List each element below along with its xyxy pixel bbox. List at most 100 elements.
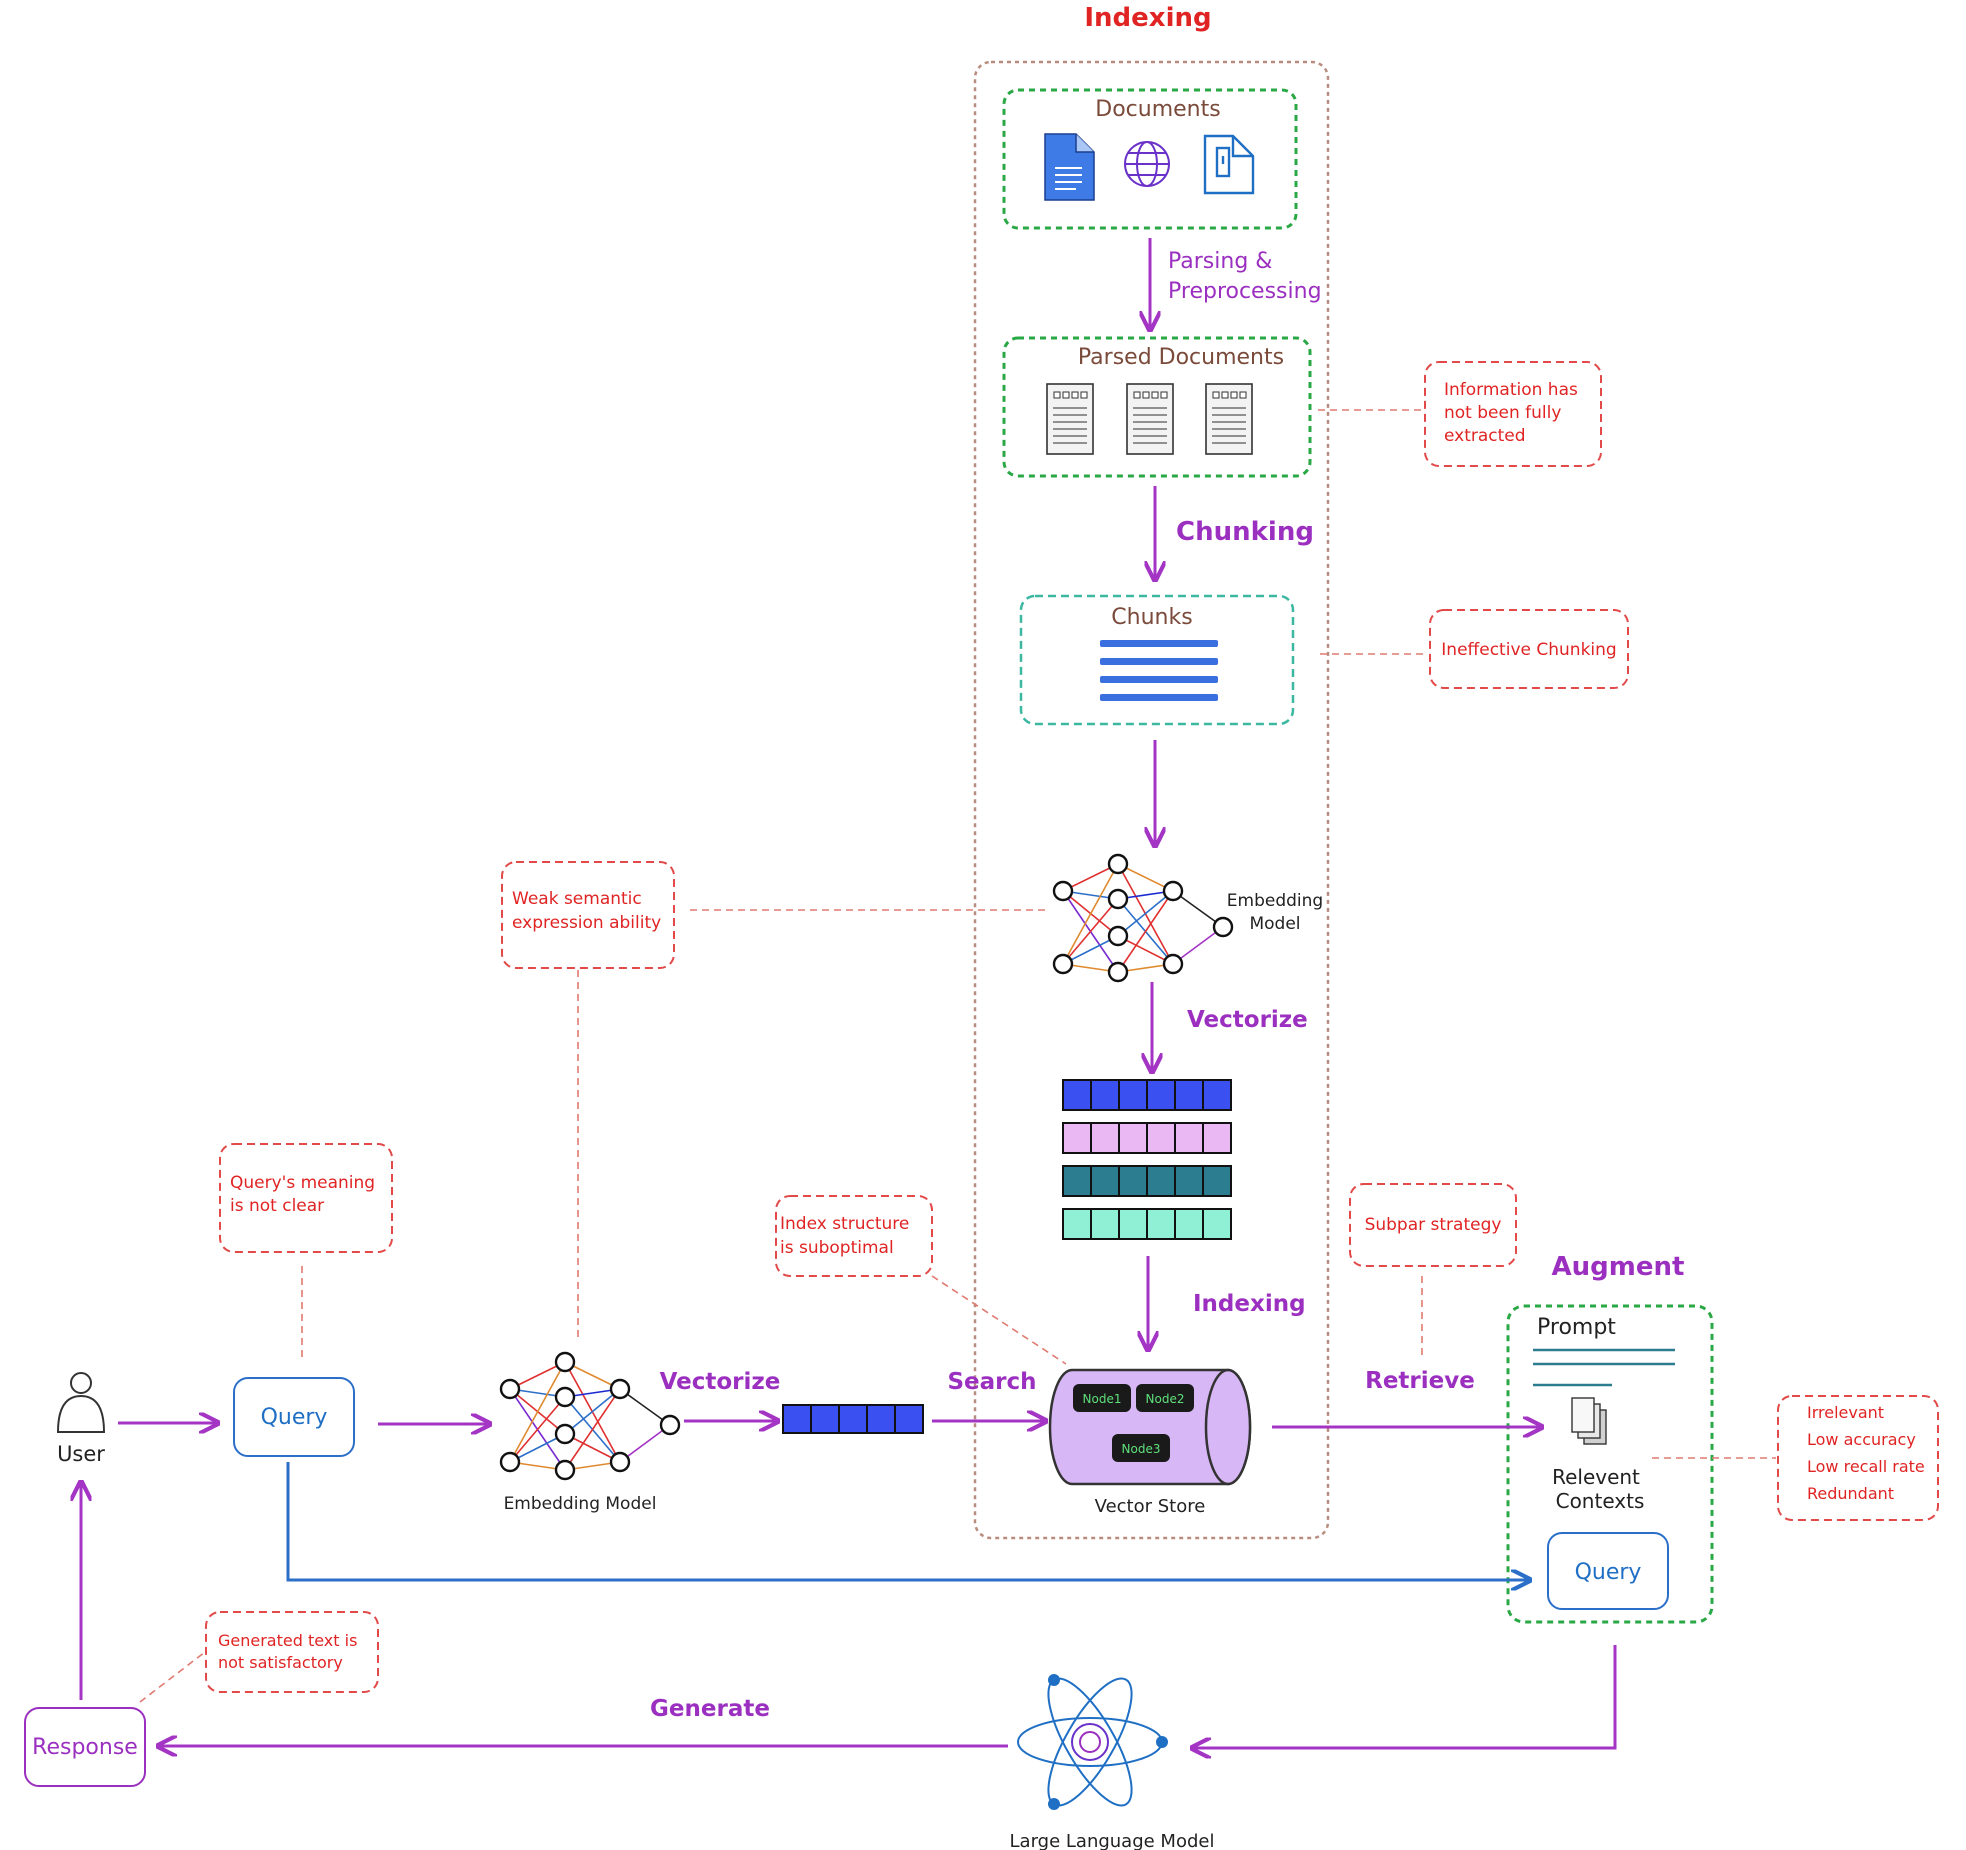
issue-subpar-strategy: Subpar strategy [1349, 1183, 1517, 1267]
atom-icon [1017, 1674, 1168, 1810]
indexing-edge-label: Indexing [1193, 1291, 1306, 1317]
augment-query-label: Query [1575, 1560, 1642, 1585]
prompt-lines-icon [1533, 1348, 1675, 1387]
vector-store-cylinder[interactable]: Node1 Node2 Node3 [1048, 1368, 1252, 1486]
svg-text:is not clear: is not clear [230, 1196, 324, 1216]
svg-text:Low recall rate: Low recall rate [1807, 1457, 1925, 1476]
issue-info-not-extracted: Information has not been fully extracted [1424, 361, 1602, 467]
issue-index-structure: Index structure is suboptimal [775, 1195, 933, 1277]
vector-cell [1174, 1208, 1204, 1240]
vector-cell [1202, 1208, 1232, 1240]
svg-text:not been fully: not been fully [1444, 403, 1561, 423]
vector-cell [1118, 1208, 1148, 1240]
svg-text:Ineffective Chunking: Ineffective Chunking [1441, 640, 1616, 660]
chunking-label: Chunking [1176, 517, 1314, 547]
vector-cell [1202, 1122, 1232, 1154]
vector-cell [1174, 1079, 1204, 1111]
augment-title: Augment [1552, 1252, 1685, 1282]
globe-icon [1124, 141, 1170, 187]
vector-cell [1118, 1122, 1148, 1154]
query-label: Query [261, 1405, 328, 1430]
svg-text:Subpar strategy: Subpar strategy [1365, 1215, 1502, 1235]
query-vector-cell [894, 1404, 924, 1434]
vector-cell [1062, 1122, 1092, 1154]
parsed-page-icon [1126, 383, 1174, 455]
neural-network-icon [1052, 853, 1234, 983]
search-label: Search [947, 1369, 1036, 1395]
vector-cell [1174, 1122, 1204, 1154]
document-icon [1044, 133, 1095, 201]
indexing-container [973, 60, 1330, 1540]
vector-cell [1146, 1122, 1176, 1154]
stacked-pages-icon [1571, 1397, 1607, 1445]
svg-text:Redundant: Redundant [1807, 1484, 1894, 1503]
user-label: User [57, 1442, 105, 1466]
neural-network-icon [499, 1351, 681, 1481]
svg-text:not satisfactory: not satisfactory [218, 1653, 343, 1672]
relevent-contexts-line1: Relevent [1552, 1465, 1640, 1489]
vector-cell [1202, 1079, 1232, 1111]
vector-store-node-3: Node3 [1122, 1442, 1161, 1456]
vector-store-label: Vector Store [1095, 1496, 1206, 1517]
user-icon[interactable] [56, 1372, 106, 1433]
vector-cell [1146, 1165, 1176, 1197]
query-vector [782, 1404, 924, 1434]
issue-weak-semantic: Weak semantic expression ability [501, 861, 675, 969]
indexing-title: Indexing [1084, 3, 1211, 33]
file-icon [1203, 134, 1255, 195]
retrieve-label: Retrieve [1365, 1368, 1475, 1394]
vector-rows [1062, 1079, 1232, 1240]
parsed-page-icon [1205, 383, 1253, 455]
parsed-page-icon [1046, 383, 1094, 455]
documents-box: Documents [1002, 88, 1298, 230]
vector-cell [1174, 1165, 1204, 1197]
prompt-label: Prompt [1537, 1315, 1616, 1340]
svg-text:is suboptimal: is suboptimal [780, 1238, 894, 1258]
generate-label: Generate [650, 1696, 770, 1722]
vector-cell [1146, 1079, 1176, 1111]
issue-generated-text: Generated text is not satisfactory [205, 1611, 379, 1693]
svg-text:expression ability: expression ability [512, 913, 661, 933]
embedding-model-top-line2: Model [1249, 914, 1300, 934]
svg-text:Generated text is: Generated text is [218, 1631, 357, 1650]
svg-text:Query's meaning: Query's meaning [230, 1173, 375, 1193]
relevent-contexts-line2: Contexts [1556, 1489, 1645, 1513]
query-vector-cell [838, 1404, 868, 1434]
query-vector-cell [782, 1404, 812, 1434]
augment-query-box[interactable] [1547, 1532, 1669, 1610]
vector-cell [1090, 1079, 1120, 1111]
vector-cell [1090, 1165, 1120, 1197]
parsed-documents-box: Parsed Documents [1002, 336, 1312, 478]
augment-box: Prompt Relevent Contexts Query [1506, 1304, 1714, 1624]
vectorize-top-label: Vectorize [1187, 1007, 1308, 1033]
svg-text:Weak semantic: Weak semantic [512, 889, 642, 909]
vectorize-bottom-label: Vectorize [660, 1369, 781, 1395]
llm-label: Large Language Model [1010, 1831, 1215, 1850]
vector-store-node-1: Node1 [1083, 1392, 1122, 1406]
preprocessing-label: Preprocessing [1168, 279, 1322, 304]
query-box[interactable] [233, 1377, 355, 1457]
parsed-documents-title: Parsed Documents [1078, 345, 1284, 370]
documents-title: Documents [1095, 97, 1220, 122]
parsing-label: Parsing & [1168, 249, 1272, 274]
vector-store-node-2: Node2 [1146, 1392, 1185, 1406]
chunks-box: Chunks [1019, 594, 1295, 726]
svg-text:Information has: Information has [1444, 380, 1578, 400]
chunks-title: Chunks [1111, 605, 1192, 630]
vector-cell [1062, 1208, 1092, 1240]
embedding-model-top-line1: Embedding [1227, 891, 1323, 911]
vector-cell [1062, 1165, 1092, 1197]
chunk-lines-icon [1100, 640, 1218, 701]
query-vector-cell [810, 1404, 840, 1434]
embedding-model-bottom-label: Embedding Model [504, 1494, 657, 1514]
vector-cell [1090, 1208, 1120, 1240]
svg-text:Irrelevant: Irrelevant [1807, 1403, 1884, 1422]
response-box[interactable] [24, 1707, 146, 1787]
vector-cell [1118, 1079, 1148, 1111]
svg-text:Low accuracy: Low accuracy [1807, 1430, 1916, 1449]
svg-text:Index structure: Index structure [780, 1214, 909, 1234]
svg-text:extracted: extracted [1444, 426, 1526, 446]
issue-context-quality: Irrelevant Low accuracy Low recall rate … [1777, 1395, 1939, 1521]
response-label: Response [32, 1735, 138, 1760]
vector-cell [1090, 1122, 1120, 1154]
